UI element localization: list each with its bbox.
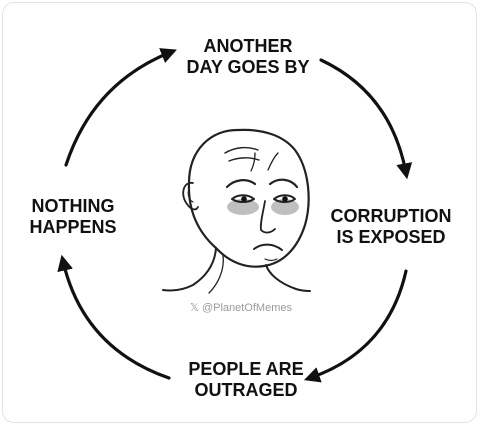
- meme-card: ANOTHER DAY GOES BY CORRUPTION IS EXPOSE…: [2, 2, 477, 423]
- step-left-line1: NOTHING: [31, 196, 115, 216]
- step-people-are-outraged: PEOPLE ARE OUTRAGED: [161, 359, 331, 401]
- step-bottom-line2: OUTRAGED: [194, 380, 298, 400]
- step-nothing-happens: NOTHING HAPPENS: [13, 196, 133, 238]
- arrow-bottom-to-left: [57, 254, 171, 380]
- step-left-line2: HAPPENS: [29, 217, 117, 237]
- arrow-top-to-right: [319, 58, 413, 180]
- sad-wojak-face-icon: [162, 128, 311, 294]
- step-another-day-goes-by: ANOTHER DAY GOES BY: [163, 36, 333, 78]
- watermark: 𝕏 @PlanetOfMemes: [171, 301, 311, 314]
- step-right-line2: IS EXPOSED: [336, 227, 446, 247]
- step-right-line1: CORRUPTION: [330, 206, 452, 226]
- arrow-left-to-top: [64, 48, 177, 167]
- step-top-line2: DAY GOES BY: [186, 57, 310, 77]
- step-top-line1: ANOTHER: [203, 36, 293, 56]
- arrow-right-to-bottom: [303, 269, 408, 383]
- step-bottom-line1: PEOPLE ARE: [188, 359, 304, 379]
- step-corruption-is-exposed: CORRUPTION IS EXPOSED: [311, 206, 471, 248]
- cycle-diagram: [57, 48, 413, 383]
- x-logo-icon: 𝕏: [190, 302, 199, 314]
- watermark-handle: @PlanetOfMemes: [201, 302, 292, 314]
